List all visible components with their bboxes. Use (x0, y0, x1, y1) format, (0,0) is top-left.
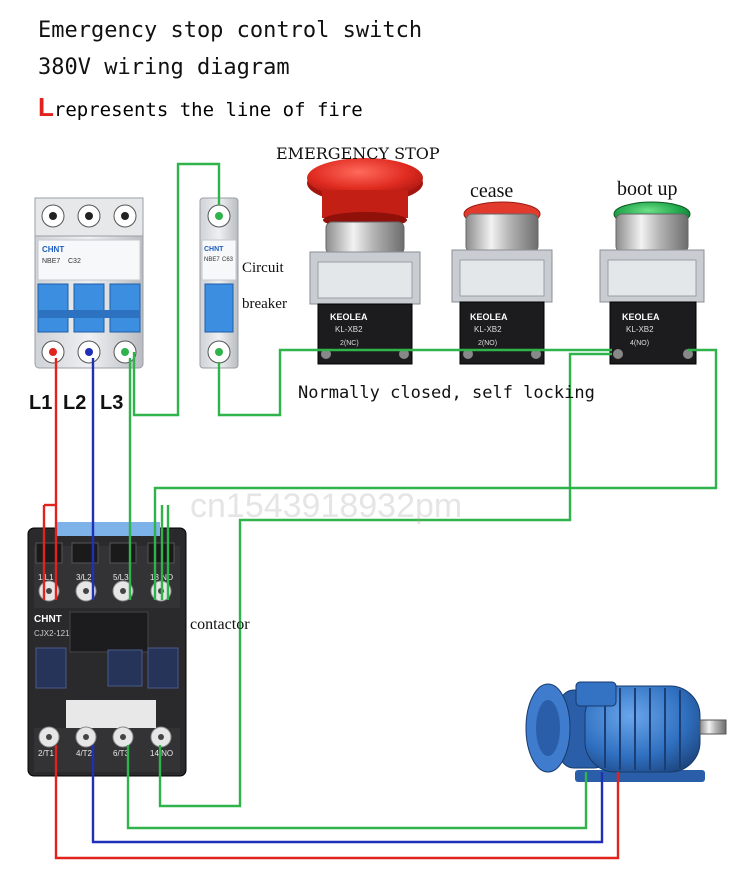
legend-text: represents the line of fire (53, 99, 363, 121)
breaker-rating: C32 (68, 258, 81, 265)
boot-up-button: KEOLEA KL-XB2 4(NO) (599, 201, 705, 365)
label-normally-closed: Normally closed, self locking (298, 383, 595, 403)
contactor-device: 1/L1 3/L2 5/L3 13 NO CHNT CJX2-1210 (27, 522, 187, 777)
terminal-bottom-2: 4/T2 (76, 749, 93, 758)
emergency-stop-button: KEOLEA KL-XB2 2(NC) (307, 158, 423, 365)
small-breaker-brand: CHNT (204, 246, 224, 253)
terminal-top-1: 1/L1 (38, 573, 54, 582)
legend: Lrepresents the line of fire (38, 92, 363, 123)
label-breaker: breaker (242, 296, 287, 312)
button-3-brand: KEOLEA (622, 312, 660, 322)
watermark: cn1543918932pm (190, 487, 463, 525)
button-1-brand: KEOLEA (330, 312, 368, 322)
label-L1: L1 (29, 392, 53, 414)
contactor-model: CJX2-1210 (34, 629, 75, 638)
label-emergency-stop: EMERGENCY STOP (276, 144, 440, 163)
contactor-brand: CHNT (34, 614, 62, 625)
label-boot-up: boot up (617, 178, 678, 200)
single-pole-breaker: CHNT NBE7 C63 (199, 197, 239, 369)
title-line-1: Emergency stop control switch (38, 18, 423, 43)
button-2-contact: 2(NO) (478, 340, 497, 347)
wires (42, 162, 718, 860)
small-breaker-model: NBE7 (204, 257, 220, 263)
small-breaker-rating: C63 (222, 257, 234, 263)
button-2-model: KL-XB2 (474, 325, 502, 334)
cease-button: KEOLEA KL-XB2 2(NO) (451, 201, 553, 365)
label-L2: L2 (63, 392, 87, 414)
button-3-model: KL-XB2 (626, 325, 654, 334)
legend-letter: L (38, 92, 54, 122)
button-1-contact: 2(NC) (340, 340, 359, 347)
terminal-top-2: 3/L2 (76, 573, 92, 582)
terminal-bottom-1: 2/T1 (38, 749, 55, 758)
label-cease: cease (470, 180, 514, 202)
label-circuit: Circuit (242, 260, 284, 276)
terminal-top-3: 5/L3 (113, 573, 129, 582)
label-contactor: contactor (190, 616, 250, 633)
button-1-model: KL-XB2 (335, 325, 363, 334)
breaker-brand: CHNT (42, 245, 64, 254)
button-3-contact: 4(NO) (630, 340, 649, 347)
terminal-bottom-4: 14 NO (150, 749, 173, 758)
electric-motor (525, 681, 727, 782)
three-pole-breaker: CHNT NBE7 C32 (34, 197, 144, 369)
label-L3: L3 (100, 392, 124, 414)
breaker-model: NBE7 (42, 258, 60, 265)
terminal-bottom-3: 6/T3 (113, 749, 130, 758)
button-2-brand: KEOLEA (470, 312, 508, 322)
title-line-2: 380V wiring diagram (38, 55, 290, 80)
